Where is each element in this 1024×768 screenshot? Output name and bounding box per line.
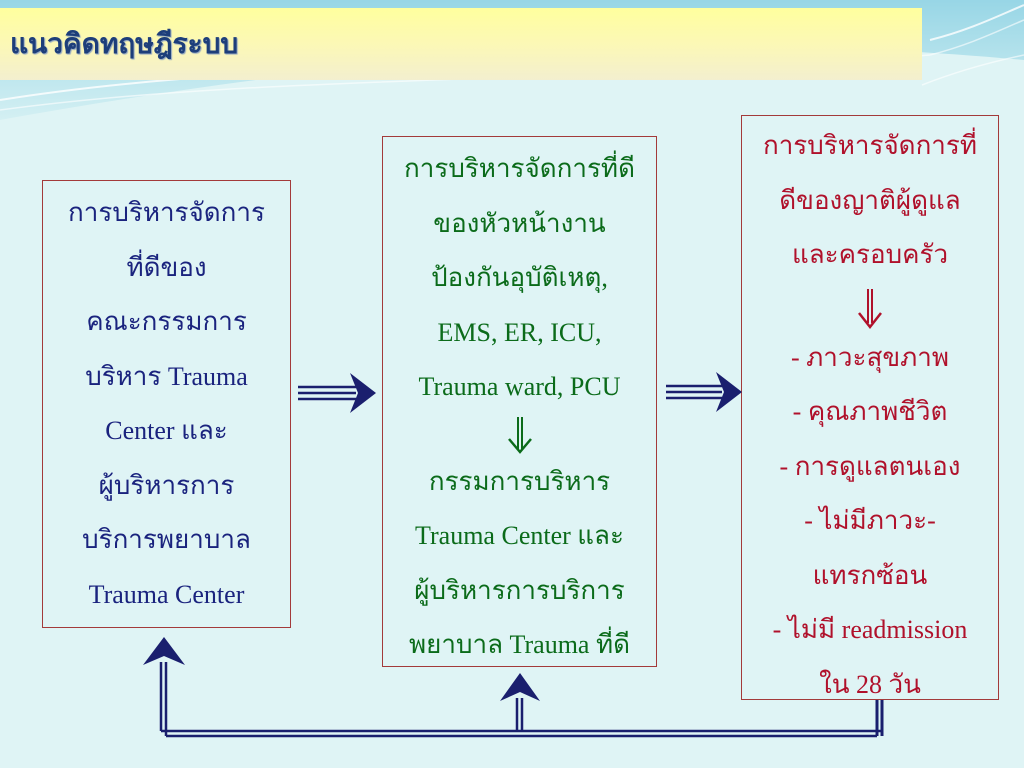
box3-line: การบริหารจัดการที่ [762,131,978,160]
box1-line: ที่ดีของ [126,252,207,282]
box3-line: ใน 28 วัน [819,669,921,699]
box1-line: การบริหารจัดการ [68,198,265,227]
box3-line: - ภาวะสุขภาพ [791,342,949,372]
box1-line: คณะกรรมการ [86,307,247,336]
box-family-caregiver-management: การบริหารจัดการที่ ดีของญาติผู้ดูแล และค… [741,115,999,700]
box2-line: EMS, ER, ICU, [437,317,602,347]
box2-line: Trauma ward, PCU [418,372,621,401]
box2-line: ผู้บริหารการบริการ [414,575,625,605]
box3-line: และครอบครัว [791,240,949,269]
box3-line: - การดูแลตนเอง [779,451,961,481]
box2-line: พยาบาล Trauma ที่ดี [409,630,630,659]
box-head-nurse-management: การบริหารจัดการที่ดี ของหัวหน้างาน ป้องก… [382,136,657,667]
page-title: แนวคิดทฤษฎีระบบ [10,27,239,60]
box3-line: แทรกซ้อน [812,560,928,590]
box3-line: - ไม่มีภาวะ- [804,506,936,535]
box1-line: Trauma Center [88,579,245,609]
box-committee-management: การบริหารจัดการ ที่ดีของ คณะกรรมการ บริห… [42,180,291,628]
box1-line: Center และ [105,416,228,445]
double-down-arrow-icon [383,415,656,455]
title-bar: แนวคิดทฤษฎีระบบ [0,8,922,80]
box1-line: บริหาร Trauma [85,361,248,391]
box2-line: กรรมการบริหาร [428,466,611,496]
box2-line: Trauma Center และ [415,521,624,550]
box3-line: - คุณภาพชีวิต [792,397,948,426]
box2-line: การบริหารจัดการที่ดี [404,154,635,183]
double-down-arrow-icon [742,283,998,331]
box2-line: ของหัวหน้างาน [433,208,606,238]
box1-line: ผู้บริหารการ [98,470,235,500]
box2-line: ป้องกันอุบัติเหตุ, [431,263,608,292]
box3-line: ดีของญาติผู้ดูแล [779,185,961,215]
box3-line: - ไม่มี readmission [772,615,968,644]
box1-line: บริการพยาบาล [82,525,251,554]
